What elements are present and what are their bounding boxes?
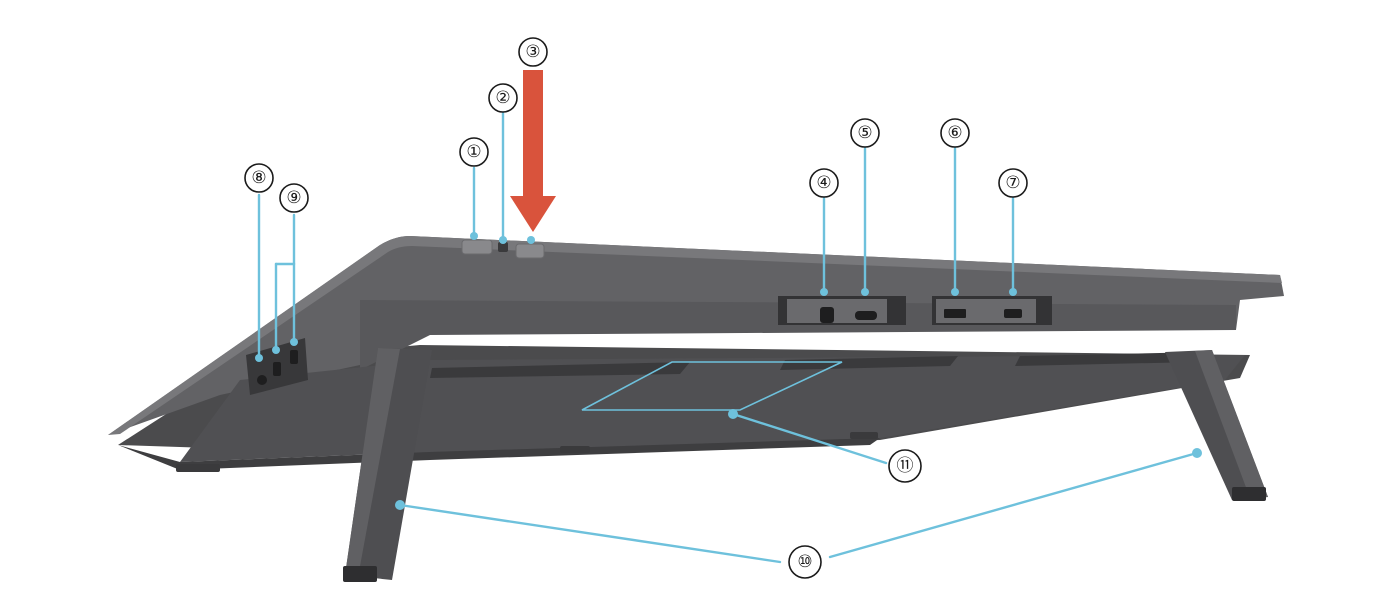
callout-3: ③ bbox=[518, 37, 548, 67]
power-port bbox=[820, 307, 834, 323]
button-2 bbox=[498, 242, 508, 252]
callout-2: ② bbox=[488, 83, 518, 113]
callout-4: ④ bbox=[809, 168, 839, 198]
top-buttons bbox=[461, 239, 545, 259]
callout-7: ⑦ bbox=[998, 168, 1028, 198]
callout-11-label: ⑪ bbox=[897, 456, 914, 476]
button-1 bbox=[461, 239, 493, 255]
callout-5-label: ⑤ bbox=[857, 123, 872, 143]
callout-8: ⑧ bbox=[244, 163, 274, 193]
side-port-b bbox=[290, 350, 298, 364]
callout-6: ⑥ bbox=[940, 118, 970, 148]
callout-8-label: ⑧ bbox=[251, 168, 266, 188]
stand-legs bbox=[343, 348, 1268, 582]
leader-lines bbox=[255, 111, 1202, 564]
callout-5: ⑤ bbox=[850, 118, 880, 148]
hdmi-port bbox=[944, 309, 966, 318]
callout-7-label: ⑦ bbox=[1005, 173, 1020, 193]
callout-1-label: ① bbox=[466, 142, 481, 162]
mini-port bbox=[1004, 309, 1022, 318]
callout-9-label: ⑨ bbox=[286, 188, 301, 208]
audio-jack bbox=[257, 375, 267, 385]
callout-4-label: ④ bbox=[816, 173, 831, 193]
side-port-a bbox=[273, 362, 281, 376]
callout-9: ⑨ bbox=[279, 183, 309, 213]
label-area-outline bbox=[581, 361, 843, 411]
callout-6-label: ⑥ bbox=[947, 123, 962, 143]
callout-10: ⑩ bbox=[788, 545, 822, 579]
callout-3-label: ③ bbox=[525, 42, 540, 62]
button-3 bbox=[515, 243, 545, 259]
rear-ports bbox=[778, 296, 1052, 325]
callout-11: ⑪ bbox=[888, 449, 922, 483]
callout-2-label: ② bbox=[495, 88, 510, 108]
red-arrow bbox=[510, 70, 556, 232]
left-side-ports bbox=[246, 338, 308, 395]
usb-c-port bbox=[855, 311, 877, 320]
callout-1: ① bbox=[459, 137, 489, 167]
callout-10-label: ⑩ bbox=[797, 552, 812, 572]
